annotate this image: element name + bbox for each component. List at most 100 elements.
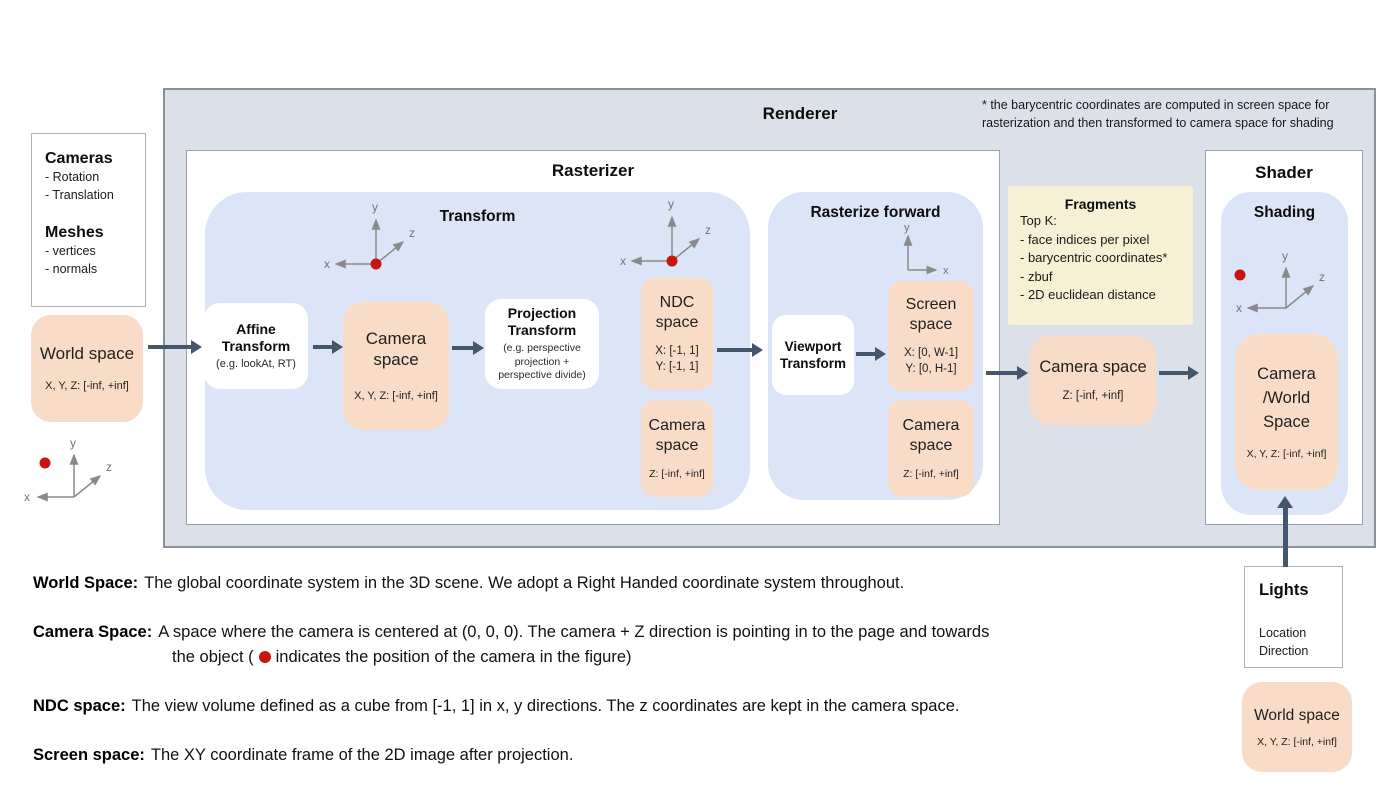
space-range: Z: [-inf, +inf] <box>903 467 959 480</box>
space-label: World space <box>1254 706 1340 724</box>
definition-text: indicates the position of the camera in … <box>275 648 632 666</box>
space-label: NDC space <box>655 294 699 331</box>
inputs-panel: Cameras - Rotation - Translation Meshes … <box>31 133 146 307</box>
camera-world-space-box: Camera /World Space X, Y, Z: [-inf, +inf… <box>1235 334 1338 490</box>
axis-x-label: x <box>24 490 30 504</box>
definition-term: World Space: <box>33 574 139 592</box>
lights-panel: Lights Location Direction <box>1244 566 1343 668</box>
definition-line: Camera Space:A space where the camera is… <box>33 622 1143 643</box>
fragments-item: - 2D euclidean distance <box>1020 287 1156 302</box>
space-range: X, Y, Z: [-inf, +inf] <box>1257 735 1337 748</box>
space-label: Screen space <box>905 296 957 333</box>
world-axes-icon: y x z <box>24 436 112 504</box>
rasterizer-title: Rasterizer <box>551 161 635 180</box>
box-title: Transform <box>779 356 847 371</box>
definition-text: The XY coordinate frame of the 2D image … <box>150 746 574 764</box>
space-label: /World <box>1262 389 1311 407</box>
rasterizer-to-camera-arrow <box>986 366 1028 380</box>
world-space-box-left: World space X, Y, Z: [-inf, +inf] <box>31 315 143 422</box>
affine-to-camera-arrow <box>313 340 343 354</box>
world-space-box-right: World space X, Y, Z: [-inf, +inf] <box>1242 682 1352 772</box>
ndc-to-rasterize-arrow <box>717 343 763 357</box>
definition-ndc-space: NDC space: The view volume defined as a c… <box>33 696 1143 717</box>
space-label: World space <box>39 344 135 363</box>
viewport-transform-box: Viewport Transform <box>772 315 854 395</box>
meshes-item: - normals <box>45 262 98 276</box>
camera-position-dot <box>39 457 51 469</box>
box-subtitle: (e.g. perspective projection + perspecti… <box>498 342 586 382</box>
space-range: X, Y, Z: [-inf, +inf] <box>354 390 438 402</box>
transform-title: Transform <box>439 208 516 225</box>
axis-y-label: y <box>372 200 378 214</box>
shader-title: Shader <box>1255 163 1313 182</box>
affine-transform-box: Affine Transform (e.g. lookAt, RT) <box>204 303 308 389</box>
fragments-item: Top K: <box>1020 213 1057 228</box>
space-range: Z: [-inf, +inf] <box>1062 390 1124 402</box>
box-title: Projection <box>507 305 577 322</box>
definition-text: The global coordinate system in the 3D s… <box>144 574 905 592</box>
definition-line: the object ( indicates the position of th… <box>172 647 1143 668</box>
cameras-heading: Cameras <box>45 150 113 167</box>
screen-axes-icon: y x <box>903 222 949 276</box>
axis-z-label: z <box>705 223 711 237</box>
lights-item: Location <box>1259 626 1307 640</box>
barycentric-footnote: * the barycentric coordinates are comput… <box>982 98 1334 130</box>
definition-text: the object ( <box>172 648 254 666</box>
screen-space-box: Screen space X: [0, W-1] Y: [0, H-1] <box>888 281 974 391</box>
axis-y-label: y <box>668 197 674 211</box>
camera-position-dot <box>1234 269 1246 281</box>
space-label: Camera space <box>365 329 427 369</box>
lights-item: Direction <box>1259 644 1309 658</box>
space-range: X: [-1, 1] <box>655 345 699 357</box>
camera-space-z-box-transform: Camera space Z: [-inf, +inf] <box>641 400 713 497</box>
axis-z-label: z <box>409 226 415 240</box>
definition-screen-space: Screen space: The XY coordinate frame of … <box>33 745 1143 766</box>
box-title: Affine <box>236 320 276 337</box>
camera-to-shader-arrow <box>1159 366 1199 380</box>
camera-position-dot <box>666 255 678 267</box>
space-range: Y: [-1, 1] <box>655 361 699 373</box>
camera-axes-icon: y x z <box>324 200 415 271</box>
space-range: X, Y, Z: [-inf, +inf] <box>45 380 129 392</box>
definition-text: The view volume defined as a cube from [… <box>131 697 960 715</box>
space-label: Camera space <box>1039 358 1147 376</box>
fragments-item: - zbuf <box>1020 268 1053 284</box>
camera-to-projection-arrow <box>452 341 484 355</box>
definition-term: NDC space: <box>33 697 126 715</box>
axis-x-label: x <box>620 254 626 268</box>
fragments-box: Fragments Top K: - face indices per pixe… <box>1008 186 1193 325</box>
lights-heading: Lights <box>1259 581 1309 599</box>
box-title: Transform <box>507 322 577 339</box>
fragments-title: Fragments <box>1064 196 1137 212</box>
space-range: Y: [0, H-1] <box>905 363 957 375</box>
space-label: Space <box>1263 413 1310 431</box>
fragments-item: - barycentric coordinates* <box>1020 250 1168 265</box>
fragments-item: - face indices per pixel <box>1020 231 1150 247</box>
definition-camera-space: Camera Space:A space where the camera is… <box>33 622 1143 668</box>
meshes-heading: Meshes <box>45 224 104 241</box>
definition-world-space: World Space: The global coordinate system… <box>33 573 1143 594</box>
space-label: Camera <box>1257 365 1316 383</box>
axis-y-label: y <box>1282 249 1288 263</box>
axis-x-label: x <box>1236 301 1242 315</box>
ndc-space-box: NDC space X: [-1, 1] Y: [-1, 1] <box>641 278 713 390</box>
lights-to-shader-arrow <box>1277 496 1293 567</box>
world-to-affine-arrow <box>148 340 202 354</box>
renderer-title: Renderer <box>762 104 838 123</box>
space-label: Camera space <box>902 416 960 454</box>
projection-transform-box: Projection Transform (e.g. perspective p… <box>485 299 599 389</box>
axis-y-label: y <box>904 222 910 234</box>
ndc-axes-icon: y x z <box>620 197 711 268</box>
definition-term: Camera Space: <box>33 623 153 641</box>
definition-term: Screen space: <box>33 746 145 764</box>
camera-dot-icon <box>258 651 271 663</box>
axis-z-label: z <box>106 460 112 474</box>
shading-title: Shading <box>1253 204 1316 221</box>
cameras-item: - Rotation <box>45 170 100 184</box>
viewport-to-screen-arrow <box>856 347 886 361</box>
axis-x-label: x <box>324 257 330 271</box>
camera-space-box-transform: Camera space X, Y, Z: [-inf, +inf] <box>343 302 449 430</box>
cameras-item: - Translation <box>45 188 114 202</box>
meshes-item: - vertices <box>45 244 96 258</box>
space-range: Z: [-inf, +inf] <box>649 467 705 480</box>
